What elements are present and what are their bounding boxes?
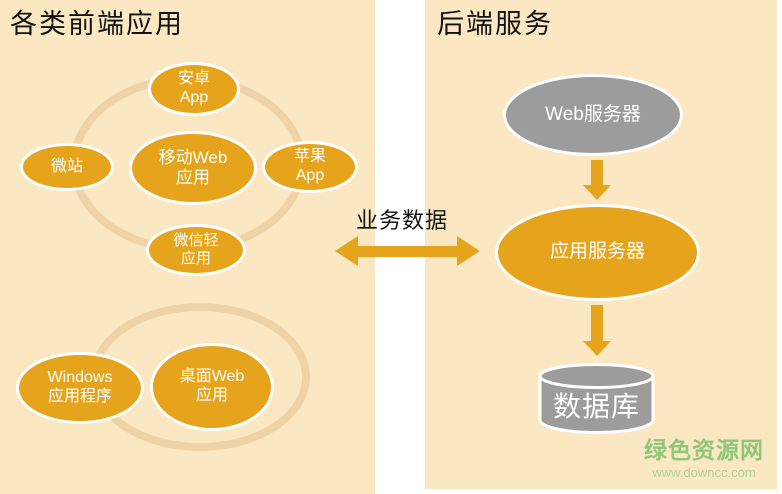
business-data-arrow-left-head xyxy=(335,236,358,266)
web-to-app-arrow-head xyxy=(583,185,611,200)
watermark: 绿色资源网 www.downcc.com xyxy=(644,437,764,481)
watermark-site-url: www.downcc.com xyxy=(652,465,756,481)
app-to-db-arrow-head xyxy=(583,341,611,356)
database-cylinder-icon xyxy=(538,363,655,434)
database-label: 数据库 xyxy=(552,392,640,423)
business-data-label: 业务数据 xyxy=(356,208,449,233)
node-android-app: 安卓 App xyxy=(148,62,240,116)
node-mobile-web-app: 移动Web 应用 xyxy=(129,131,257,205)
frontend-title: 各类前端应用 xyxy=(10,9,184,39)
business-data-arrow-shaft xyxy=(354,246,461,257)
node-apple-app: 苹果 App xyxy=(262,141,358,193)
app-to-db-arrow-shaft xyxy=(591,305,603,342)
web-to-app-arrow-shaft xyxy=(591,160,603,186)
node-desktop-web-app: 桌面Web 应用 xyxy=(150,343,274,431)
node-micro-site: 微站 xyxy=(20,143,114,191)
node-windows-app: Windows 应用程序 xyxy=(16,352,144,424)
node-app-server: 应用服务器 xyxy=(495,204,700,301)
node-database: 数据库 xyxy=(538,363,655,435)
business-data-arrow-right-head xyxy=(457,236,480,266)
node-web-server: Web服务器 xyxy=(503,74,683,156)
watermark-site-name: 绿色资源网 xyxy=(644,437,764,463)
backend-title: 后端服务 xyxy=(437,9,553,39)
node-wechat-light-app: 微信轻 应用 xyxy=(146,224,246,276)
